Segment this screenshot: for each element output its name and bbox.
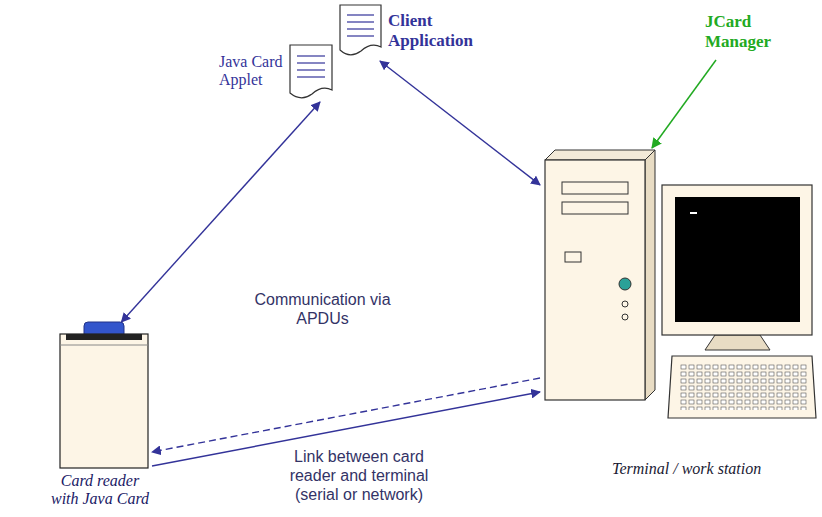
connector [121, 102, 320, 322]
node-text: Card reader with Java Card [50, 472, 150, 509]
leader-arrow [652, 60, 716, 148]
connector [380, 61, 540, 185]
document-icon [340, 5, 381, 55]
edge-label: Link between card reader and terminal (s… [280, 447, 438, 505]
edge-label: Communication via APDUs [250, 290, 395, 328]
keyboard [668, 356, 816, 418]
computer-tower [545, 150, 655, 400]
callout-label: JCard Manager [705, 12, 805, 51]
terminal-node: Terminal / work station [540, 155, 818, 495]
node-text: Client Application [388, 11, 498, 50]
node-text: Terminal / work station [612, 460, 812, 478]
document-icon [290, 45, 332, 98]
document-node: Java Card Applet [215, 45, 335, 102]
card-reader-node: Card reader with Java Card [50, 322, 152, 512]
dashed-connector [152, 378, 540, 452]
monitor [662, 185, 812, 350]
document-node: Client Application [338, 5, 513, 61]
node-text: Java Card Applet [219, 53, 293, 90]
card-reader [60, 322, 148, 468]
